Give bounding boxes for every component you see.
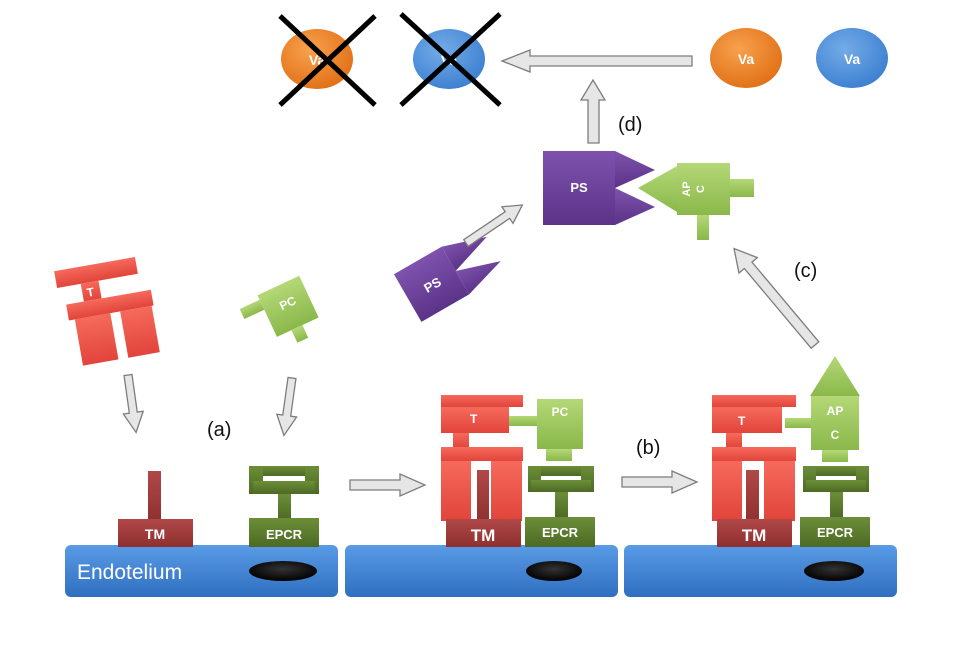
- pc-epcr-complex: PC EPCR: [509, 399, 595, 547]
- apc-label-line2: C: [831, 428, 840, 442]
- apc-label-line2: C: [695, 185, 707, 193]
- arrow-right-1: [349, 473, 427, 497]
- thrombin-tm-complex-2: T TM: [712, 395, 796, 547]
- tm-label: TM: [742, 526, 767, 545]
- epcr-label: EPCR: [542, 525, 579, 540]
- arrow-up-left-c: [733, 247, 820, 350]
- epcr-receptor: EPCR: [249, 466, 319, 547]
- endothelium-panel-2: [345, 545, 618, 597]
- endothelium-panel-3: [624, 545, 897, 597]
- thrombin-label: T: [86, 285, 96, 300]
- tm-label: TM: [145, 526, 165, 542]
- pc-label: PC: [552, 405, 569, 419]
- step-label-a: (a): [207, 419, 231, 441]
- pc-label: PC: [277, 293, 298, 313]
- step-label-d: (d): [618, 114, 642, 136]
- step-label-c: (c): [794, 260, 817, 282]
- nucleus: [526, 561, 582, 581]
- va-label: Va: [738, 51, 755, 67]
- protein-c-free: PC: [239, 275, 319, 343]
- nucleus: [249, 561, 317, 581]
- epcr-label: EPCR: [266, 527, 303, 542]
- va-orange-active: Va: [710, 28, 782, 88]
- ps-label: PS: [570, 180, 588, 195]
- cross-line: [399, 12, 502, 107]
- membrane: [345, 545, 618, 597]
- thrombin-label: T: [738, 414, 746, 428]
- step-label-b: (b): [636, 437, 660, 459]
- arrows: [122, 49, 820, 497]
- membrane: [624, 545, 897, 597]
- endothelium-label: Endotelium: [77, 561, 182, 584]
- thrombin-free: T: [54, 257, 160, 366]
- nucleus: [804, 561, 864, 581]
- cross-out-marks: [278, 12, 502, 107]
- epcr-label: EPCR: [817, 525, 854, 540]
- thrombin-tm-complex: T TM: [441, 395, 523, 547]
- arrow-right-2: [621, 470, 699, 494]
- apc-epcr-complex: AP C EPCR: [785, 356, 870, 547]
- apc-label-line1: AP: [827, 404, 844, 418]
- thrombomodulin: TM: [118, 471, 193, 547]
- va-label: Va: [844, 51, 861, 67]
- ps-apc-complex: PS AP C: [543, 151, 754, 240]
- arrow-down-pc: [275, 376, 298, 437]
- arrow-down-thrombin: [122, 373, 145, 434]
- tm-label: TM: [471, 526, 496, 545]
- arrow-ps-to-complex: [462, 204, 524, 248]
- endothelium-panel-1: Endotelium: [65, 545, 338, 597]
- membrane: [65, 545, 338, 597]
- arrow-up-d: [579, 78, 607, 144]
- protein-s-free: PS: [393, 236, 501, 322]
- apc-label-line1: AP: [681, 181, 693, 196]
- va-blue-active: Va: [816, 28, 888, 88]
- arrow-left-va: [500, 49, 693, 73]
- va-orange-inactivated: Va: [281, 29, 353, 89]
- cross-line: [278, 14, 377, 107]
- thrombin-label: T: [470, 412, 478, 426]
